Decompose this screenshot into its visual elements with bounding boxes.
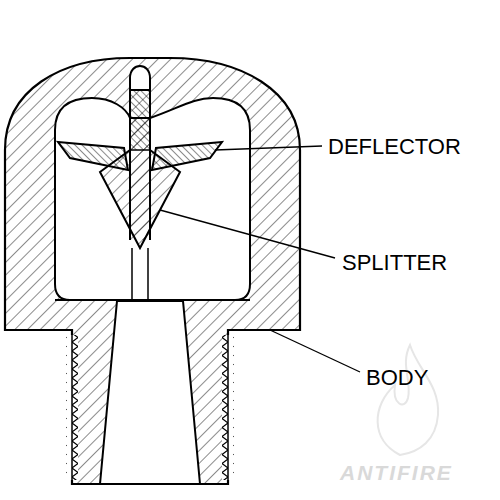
leader-line [270,330,360,372]
deflector [58,142,128,170]
body-outline [5,58,300,484]
splitter [100,90,180,248]
thread-root [71,330,73,484]
gap-line [147,248,149,301]
leader-line [160,210,335,258]
watermark: ANTIFIRE [340,462,453,483]
part-label: BODY [366,367,428,389]
leader-line [215,146,322,150]
deflector [152,142,222,170]
splitter-stem [130,90,150,150]
part-label: DEFLECTOR [328,136,461,158]
bore [100,301,200,484]
watermark-flame [378,345,439,455]
gap-line [131,248,133,301]
thread-root [227,330,229,484]
part-label: SPLITTER [342,252,447,274]
